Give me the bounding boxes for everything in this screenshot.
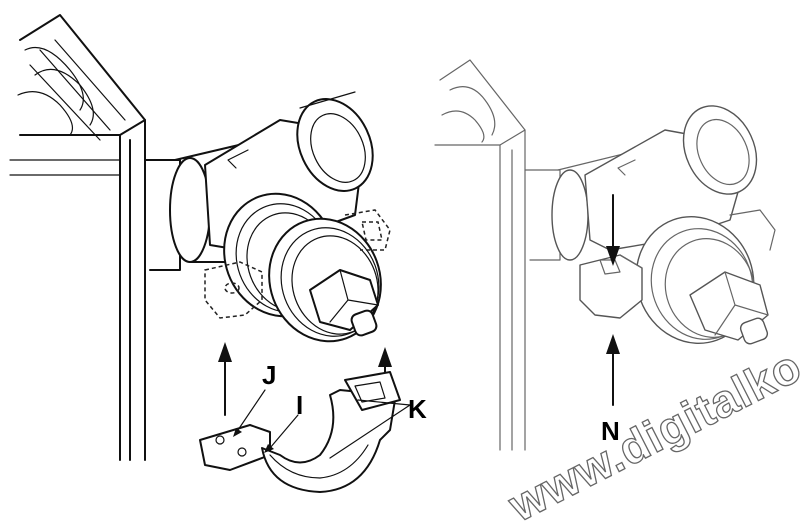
radiator: [9, 14, 146, 461]
threaded-connector-right: [635, 209, 776, 345]
label-j: J: [262, 360, 277, 390]
pointer-arrows: [606, 194, 620, 406]
installed-clip: [579, 254, 643, 319]
clip-outline-dashed: [204, 209, 391, 319]
right-illustration: N: [420, 0, 800, 519]
radiator-right: [434, 59, 526, 451]
threaded-connector: [223, 192, 382, 343]
right-drawing: [434, 59, 776, 451]
installation-diagram: J I K: [9, 0, 800, 532]
left-illustration: J I K: [9, 14, 427, 493]
label-n: N: [601, 416, 620, 446]
leader-lines: [233, 389, 411, 459]
label-k: K: [408, 394, 427, 424]
left-drawing: [9, 14, 411, 493]
label-i: I: [296, 390, 304, 420]
